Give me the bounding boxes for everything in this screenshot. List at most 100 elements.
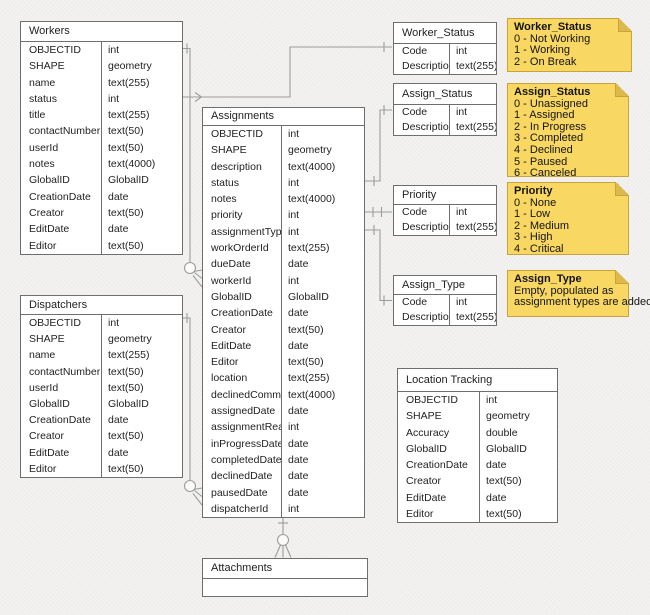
field-type: geometry	[108, 333, 152, 346]
field-name: declinedComment	[211, 388, 281, 401]
field-name: Editor	[406, 507, 434, 520]
folded-corner-icon	[618, 18, 632, 32]
note-line: 1 - Working	[514, 44, 571, 57]
folded-corner-icon	[615, 182, 629, 196]
connector-workers-workerstatus[interactable]	[183, 42, 392, 102]
field-type: date	[288, 405, 309, 418]
connector-assignments-attachments[interactable]	[274, 515, 292, 558]
folded-corner-icon	[615, 83, 629, 97]
note-line: 1 - Assigned	[514, 109, 575, 122]
note-line: 3 - High	[514, 231, 553, 244]
entity-assign-status[interactable]: Assign_Status CodeintDescriptiontext(255…	[393, 83, 497, 136]
entity-worker-status[interactable]: Worker_Status CodeintDescriptiontext(255…	[393, 22, 497, 75]
connector-assignments-priority[interactable]	[365, 207, 392, 217]
connector-dispatchers-assignments[interactable]	[183, 313, 203, 506]
field-name: GlobalID	[29, 397, 70, 410]
entity-priority[interactable]: Priority CodeintDescriptiontext(255)	[393, 185, 497, 236]
field-name: Code	[402, 106, 428, 118]
field-name: OBJECTID	[406, 394, 458, 406]
field-row: priority int	[203, 207, 364, 223]
column-divider	[101, 315, 102, 477]
field-type: text(255)	[288, 372, 330, 385]
note-line: 6 - Canceled	[514, 167, 577, 180]
field-name: notes	[211, 193, 237, 206]
field-name: assignmentType	[211, 225, 281, 238]
field-name: title	[29, 109, 46, 122]
field-name: SHAPE	[406, 410, 442, 423]
field-type: date	[288, 470, 309, 483]
field-type: text(50)	[108, 125, 144, 138]
field-type: text(4000)	[288, 193, 336, 206]
entity-assign-type[interactable]: Assign_Type CodeintDescriptiontext(255)	[393, 275, 497, 326]
field-type: text(50)	[108, 430, 144, 443]
field-name: Creator	[211, 323, 247, 336]
field-type: text(255)	[456, 311, 496, 323]
field-name: Editor	[29, 239, 57, 252]
field-type: int	[108, 317, 120, 329]
field-name: GlobalID	[29, 174, 70, 187]
field-name: EditDate	[29, 223, 70, 236]
field-type: int	[456, 206, 468, 218]
field-list: CodeintDescriptiontext(255)	[394, 295, 496, 325]
field-type: text(255)	[456, 221, 496, 233]
field-name: OBJECTID	[29, 317, 81, 329]
connector-assignments-assigntype[interactable]	[365, 225, 392, 306]
column-divider	[449, 105, 450, 135]
connector-workers-assignments[interactable]	[183, 43, 203, 288]
field-name: assignmentRead	[211, 421, 281, 434]
entity-attachments[interactable]: Attachments	[202, 558, 368, 597]
field-type: geometry	[288, 144, 332, 157]
connector-assignments-assignstatus[interactable]	[365, 105, 392, 186]
field-type: geometry	[486, 410, 530, 423]
field-name: description	[211, 160, 262, 173]
field-name: priority	[211, 209, 243, 222]
field-type: text(50)	[486, 507, 522, 520]
field-name: location	[211, 372, 248, 385]
field-type: date	[288, 339, 309, 352]
field-name: assignedDate	[211, 405, 276, 418]
note-line: 2 - On Break	[514, 55, 577, 68]
field-type: text(50)	[108, 141, 144, 154]
field-type: date	[288, 453, 309, 466]
field-name: Description	[402, 121, 449, 133]
field-type: int	[288, 209, 300, 222]
field-type: text(50)	[108, 365, 144, 378]
field-type: int	[288, 128, 300, 140]
field-name: Creator	[29, 206, 65, 219]
field-name: Creator	[406, 475, 442, 488]
field-row: location text(255)	[203, 370, 364, 386]
field-name: userId	[29, 381, 59, 394]
note-line: 0 - None	[514, 196, 557, 209]
field-name: EditDate	[29, 446, 70, 459]
note-line: 0 - Unassigned	[514, 97, 588, 110]
